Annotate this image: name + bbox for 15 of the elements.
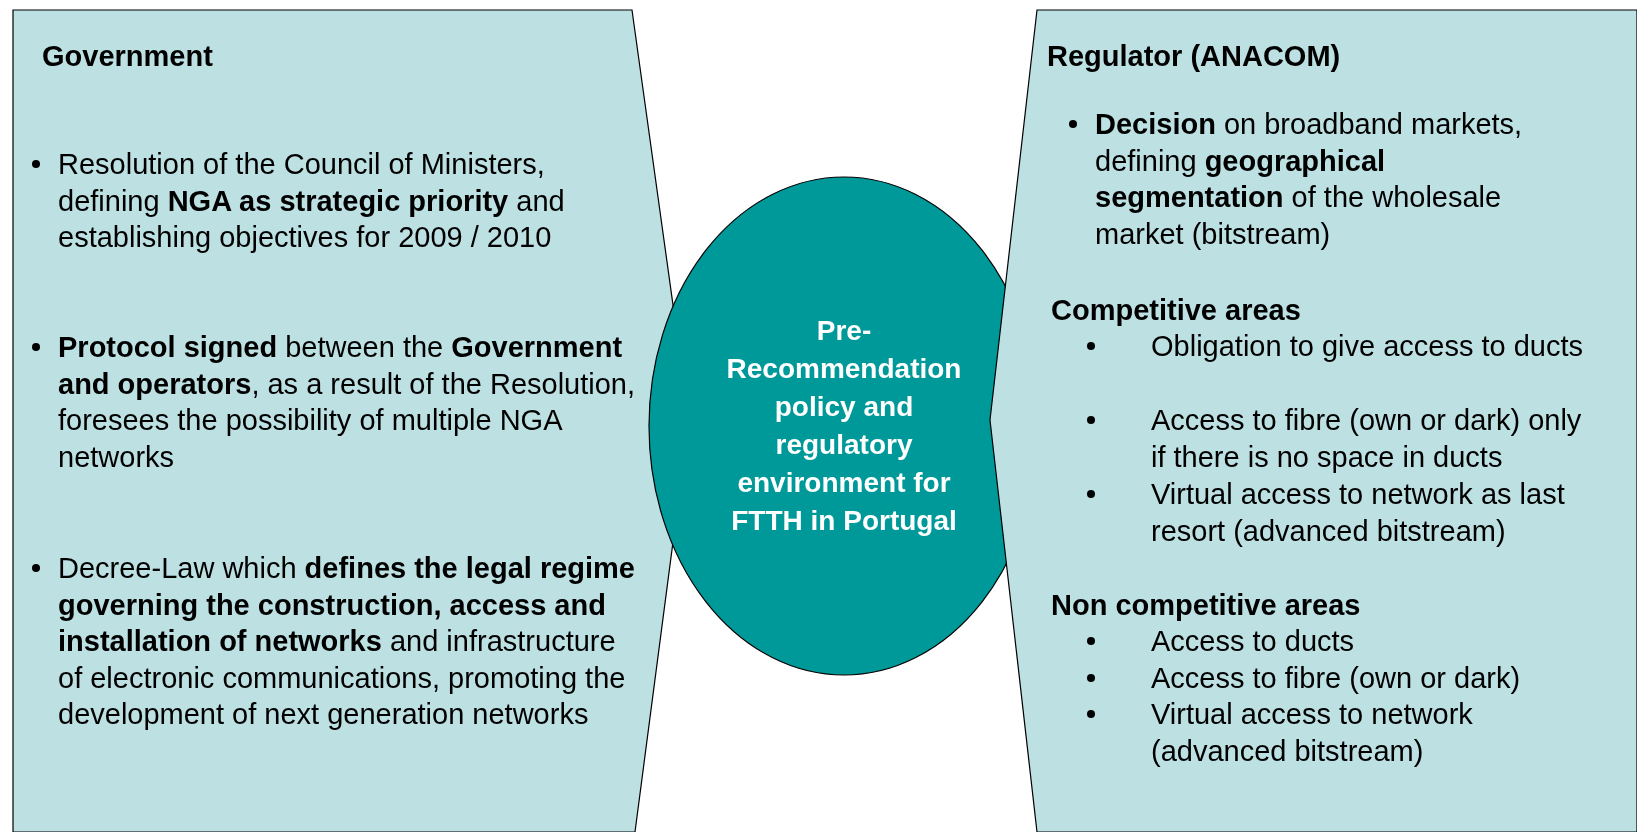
bullet-text: Access to fibre (own or dark) only if there is no space in ducts [1151, 403, 1583, 475]
bullet-text: Virtual access to network (advanced bitstream) [1151, 697, 1474, 769]
section-heading: Competitive areas [1051, 293, 1302, 328]
bullet-text: Virtual access to network as last resort (advanced bitstream) [1151, 477, 1566, 549]
bullet-text: Decision on broadband markets, defining geographical segmentation of the wholesale market (bitstream) [1095, 107, 1524, 252]
section-heading: Regulator (ANACOM) [1047, 39, 1342, 74]
section-heading: Non competitive areas [1051, 588, 1362, 623]
bullet-text: Obligation to give access to ducts [1151, 329, 1584, 364]
bullet-text: Decree-Law which defines the legal regime governing the construction, access and installation of networks and infrastructure of electronic communications, promoting the development of next generation networks [58, 551, 636, 732]
bullet-text: Resolution of the Council of Ministers, defining NGA as strategic priority and establishing objectives for 2009 / 2010 [58, 147, 566, 255]
ellipse-title: Pre-Recommendation policy and regulatory environment for FTTH in Portugal [725, 314, 963, 538]
bullet-text: Protocol signed between the Government and operators, as a result of the Resolution, foresees the possibility of multiple NGA networks [58, 330, 637, 475]
section-heading: Government [42, 39, 214, 74]
bullet-text: Access to fibre (own or dark) [1151, 661, 1522, 696]
bullet-text: Access to ducts [1151, 624, 1356, 659]
